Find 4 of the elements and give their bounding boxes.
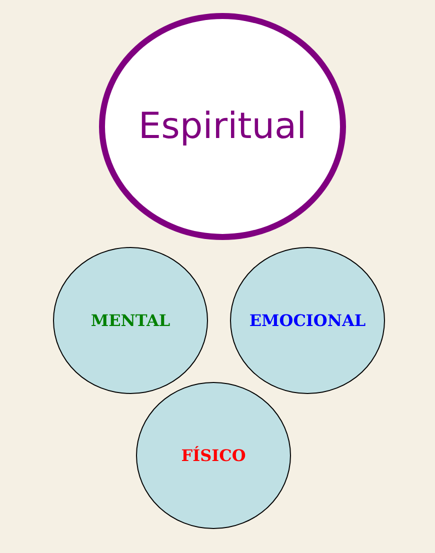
node-label: Espiritual bbox=[138, 106, 307, 147]
node-label: EMOCIONAL bbox=[249, 311, 366, 330]
node-label: FÍSICO bbox=[181, 446, 246, 465]
node-label: MENTAL bbox=[90, 311, 170, 330]
